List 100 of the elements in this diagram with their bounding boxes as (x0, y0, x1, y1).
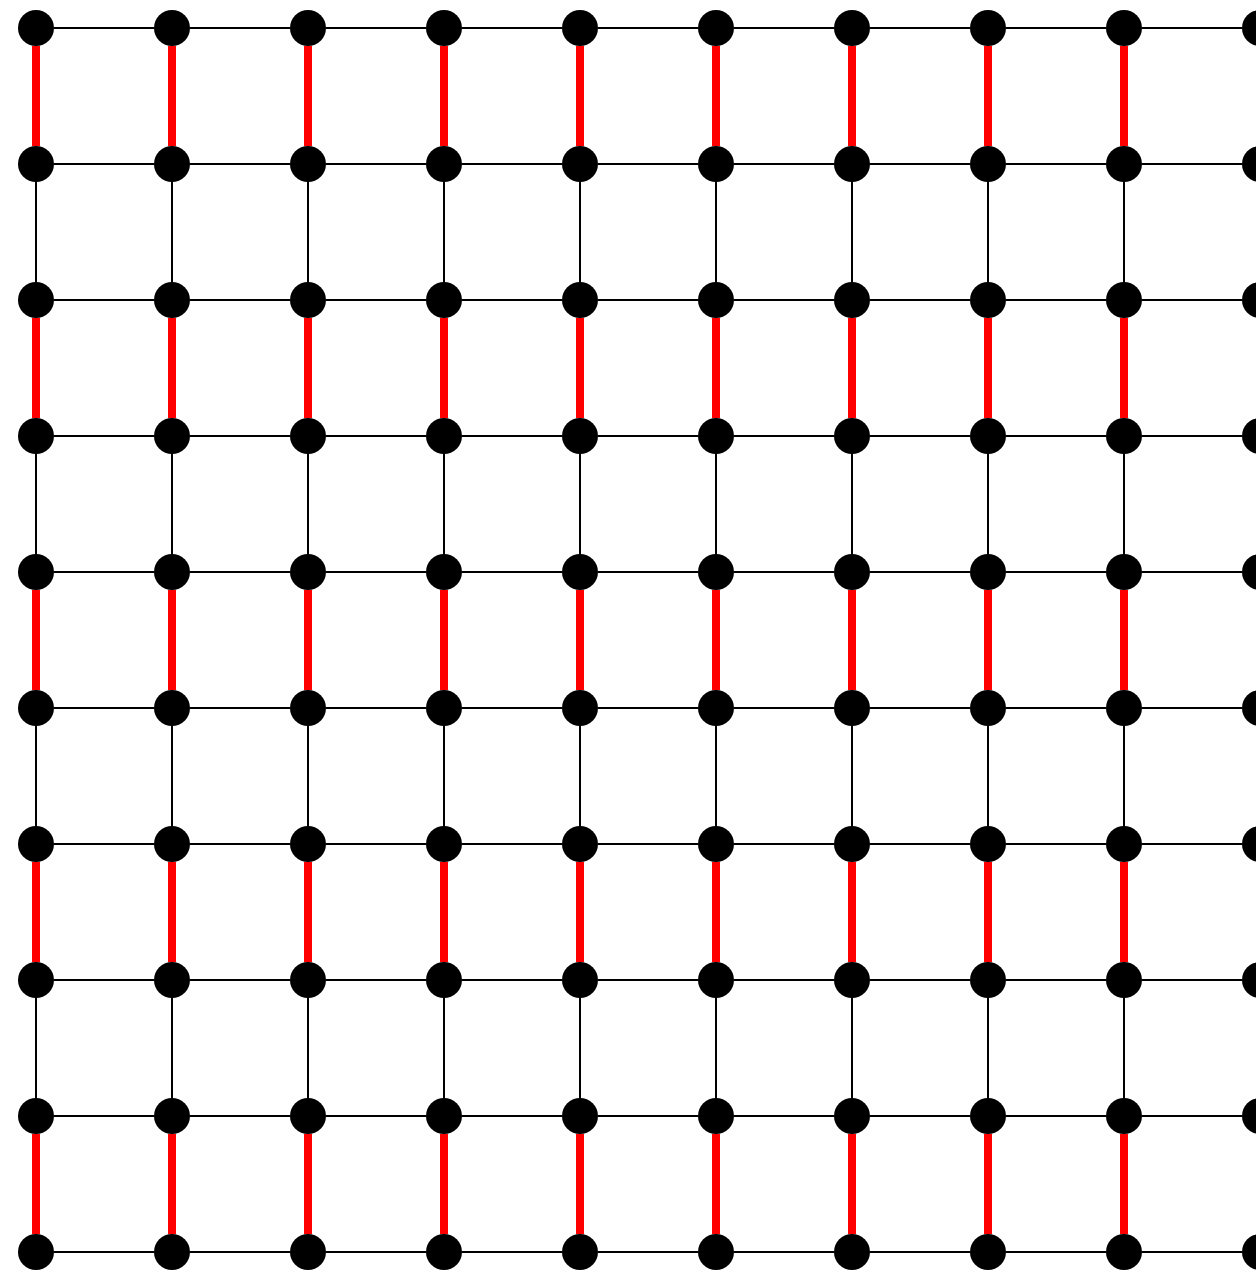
vertex-dot (834, 146, 870, 182)
edge-line (987, 997, 989, 1099)
vertex-dot (426, 1098, 462, 1134)
edge-line (1005, 1115, 1107, 1117)
vertex-dot (290, 282, 326, 318)
vertex-dot (834, 554, 870, 590)
vertex-dot (154, 10, 190, 46)
edge-line (304, 590, 312, 690)
vertex-dot (154, 554, 190, 590)
vertex-dot (970, 1098, 1006, 1134)
edge-line (987, 725, 989, 827)
vertex-dot (562, 826, 598, 862)
edge-line (715, 181, 717, 283)
edge-line (733, 27, 835, 29)
vertex-dot (154, 962, 190, 998)
edge-line (307, 453, 309, 555)
vertex-dot (970, 826, 1006, 862)
vertex-dot (290, 146, 326, 182)
edge-line (597, 299, 699, 301)
edge-line (597, 163, 699, 165)
vertex-dot (426, 690, 462, 726)
vertex-dot (698, 10, 734, 46)
vertex-dot (290, 554, 326, 590)
edge-line (53, 707, 155, 709)
edge-line (189, 27, 291, 29)
edge-line (712, 1134, 720, 1234)
edge-line (1141, 27, 1243, 29)
edge-line (987, 181, 989, 283)
edge-line (1123, 997, 1125, 1099)
edge-line (733, 979, 835, 981)
edge-line (869, 843, 971, 845)
edge-line (189, 1115, 291, 1117)
edge-line (1120, 46, 1128, 146)
vertex-dot (698, 146, 734, 182)
edge-line (440, 46, 448, 146)
edge-line (35, 997, 37, 1099)
edge-line (189, 299, 291, 301)
vertex-dot (154, 826, 190, 862)
edge-line (597, 435, 699, 437)
vertex-dot (154, 1234, 190, 1270)
edge-line (325, 435, 427, 437)
vertex-dot (698, 418, 734, 454)
edge-line (1120, 1134, 1128, 1234)
edge-line (1141, 1251, 1243, 1253)
edge-line (168, 1134, 176, 1234)
edge-line (189, 1251, 291, 1253)
vertex-dot (290, 1098, 326, 1134)
edge-line (1005, 843, 1107, 845)
edge-line (53, 163, 155, 165)
edge-line (53, 299, 155, 301)
edge-line (32, 318, 40, 418)
edge-line (1141, 843, 1243, 845)
edge-line (1120, 590, 1128, 690)
edge-line (189, 707, 291, 709)
vertex-dot (154, 1098, 190, 1134)
edge-line (733, 1115, 835, 1117)
edge-line (440, 318, 448, 418)
vertex-dot (698, 1234, 734, 1270)
vertex-dot (18, 1234, 54, 1270)
edge-line (1120, 318, 1128, 418)
vertex-dot (290, 826, 326, 862)
vertex-dot (562, 418, 598, 454)
edge-line (32, 590, 40, 690)
edge-line (168, 590, 176, 690)
edge-line (325, 979, 427, 981)
edge-line (189, 843, 291, 845)
edge-line (443, 725, 445, 827)
vertex-dot (18, 826, 54, 862)
edge-line (189, 979, 291, 981)
edge-line (461, 435, 563, 437)
edge-line (597, 979, 699, 981)
edge-line (53, 571, 155, 573)
edge-line (869, 1251, 971, 1253)
edge-line (461, 163, 563, 165)
edge-line (1141, 299, 1243, 301)
vertex-dot (18, 418, 54, 454)
edge-line (579, 181, 581, 283)
vertex-dot (1106, 962, 1142, 998)
edge-line (440, 590, 448, 690)
vertex-dot (834, 962, 870, 998)
edge-line (869, 299, 971, 301)
edge-line (576, 590, 584, 690)
edge-line (597, 27, 699, 29)
edge-line (597, 571, 699, 573)
vertex-dot (562, 554, 598, 590)
edge-line (987, 453, 989, 555)
edge-line (461, 299, 563, 301)
edge-line (32, 862, 40, 962)
edge-line (576, 46, 584, 146)
edge-line (461, 27, 563, 29)
vertex-dot (1106, 1098, 1142, 1134)
edge-line (304, 318, 312, 418)
edge-line (869, 979, 971, 981)
vertex-dot (290, 690, 326, 726)
edge-line (1005, 1251, 1107, 1253)
edge-line (848, 590, 856, 690)
vertex-dot (834, 690, 870, 726)
vertex-dot (1106, 554, 1142, 590)
vertex-dot (426, 1234, 462, 1270)
vertex-dot (154, 146, 190, 182)
